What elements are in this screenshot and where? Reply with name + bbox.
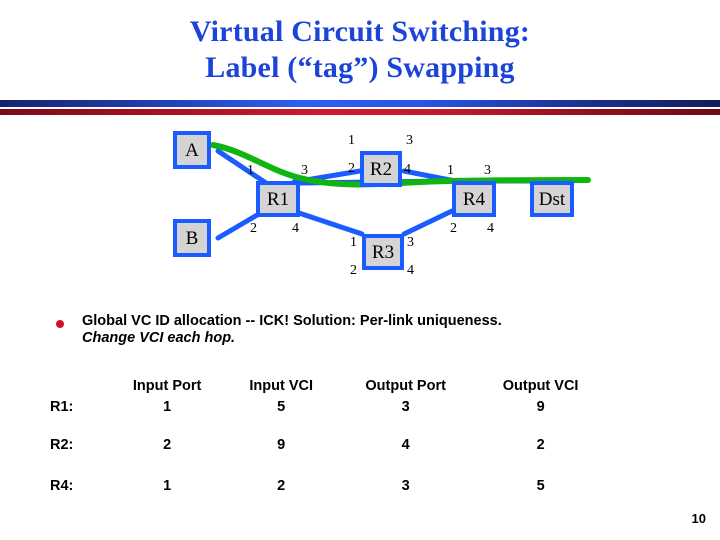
node-B-label: B [185,227,199,249]
port-r3-3: 3 [407,235,414,250]
bullet-line-1: Global VC ID allocation -- ICK! Solution… [82,313,502,329]
table-header-input-vci: Input VCI [249,378,313,394]
table-header-output-vci: Output VCI [502,378,579,394]
cell-r2-input-vci: 9 [277,437,286,453]
node-R1-label: R1 [266,188,290,210]
node-A-label: A [185,139,199,161]
cell-r1-input-port: 1 [163,399,172,415]
table-row: R1: 1 5 3 9 [46,399,606,437]
title-line-1: Virtual Circuit Switching: [189,15,531,48]
table-row: R2: 2 9 4 2 [46,437,606,478]
divider-gap [0,107,720,109]
port-r4-3: 3 [484,163,491,178]
node-B[interactable]: B [173,219,211,257]
node-R3-label: R3 [371,241,395,263]
node-R4[interactable]: R4 [452,181,496,217]
row-label-r2: R2: [50,437,74,453]
row-label-r4: R4: [50,478,74,494]
port-r3-4: 4 [407,263,414,278]
cell-r4-input-vci: 2 [277,478,286,494]
table-header-row: Input Port Input VCI Output Port Output … [46,378,606,399]
link-a-r1 [215,148,269,186]
table-body: R1: 1 5 3 9 R2: 2 9 4 2 R4: 1 2 3 5 [46,399,606,519]
node-R2-label: R2 [369,158,393,180]
port-r4-2: 2 [450,221,457,236]
vc-forwarding-table: Input Port Input VCI Output Port Output … [46,378,606,519]
divider-bar-red [0,109,720,115]
cell-r1-input-vci: 5 [277,399,286,415]
divider-bar-blue [0,100,720,107]
port-r4-1: 1 [447,163,454,178]
table-header-output-port: Output Port [365,378,446,394]
node-A[interactable]: A [173,131,211,169]
cell-r1-output-vci: 9 [536,399,545,415]
port-r2-3: 3 [406,133,413,148]
port-r4-4: 4 [487,221,494,236]
node-R3[interactable]: R3 [362,234,404,270]
page-number: 10 [691,511,706,526]
cell-r4-input-port: 1 [163,478,172,494]
port-r3-1: 1 [350,235,357,250]
title-line-2: Label (“tag”) Swapping [205,51,515,84]
page-title: Virtual Circuit Switching: Label (“tag”)… [0,14,720,86]
port-r2-1: 1 [348,133,355,148]
port-r1-1: 1 [247,163,254,178]
cell-r1-output-port: 3 [401,399,410,415]
bullet-line-2: Change VCI each hop. [82,330,236,346]
network-diagram: A B R1 1 3 2 4 R2 1 3 2 4 R3 1 3 2 4 R4 … [0,118,720,308]
table-header-corner [46,378,108,399]
port-r1-2: 2 [250,221,257,236]
cell-r4-output-vci: 5 [536,478,545,494]
cell-r2-input-port: 2 [163,437,172,453]
cell-r2-output-port: 4 [401,437,410,453]
table-row: R4: 1 2 3 5 [46,478,606,519]
node-R4-label: R4 [462,188,486,210]
port-r1-3: 3 [301,163,308,178]
port-r1-4: 4 [292,221,299,236]
row-label-r1: R1: [50,399,74,415]
bullet-item: Global VC ID allocation -- ICK! Solution… [56,313,696,347]
bullet-dot-icon [56,320,64,328]
cell-r2-output-vci: 2 [536,437,545,453]
node-Dst-label: Dst [538,188,566,210]
node-R1[interactable]: R1 [256,181,300,217]
link-r3-r4 [401,208,455,237]
diagram-links-layer [210,142,591,241]
link-r1-r3 [293,209,365,237]
bullet-text: Global VC ID allocation -- ICK! Solution… [82,313,502,347]
table-header-input-port: Input Port [132,378,202,394]
cell-r4-output-port: 3 [401,478,410,494]
port-r2-2: 2 [348,161,355,176]
node-Dst[interactable]: Dst [530,181,574,217]
port-r3-2: 2 [350,263,357,278]
title-divider [0,100,720,115]
port-r2-4: 4 [404,162,411,177]
table-header: Input Port Input VCI Output Port Output … [46,378,606,399]
node-R2[interactable]: R2 [360,151,402,187]
